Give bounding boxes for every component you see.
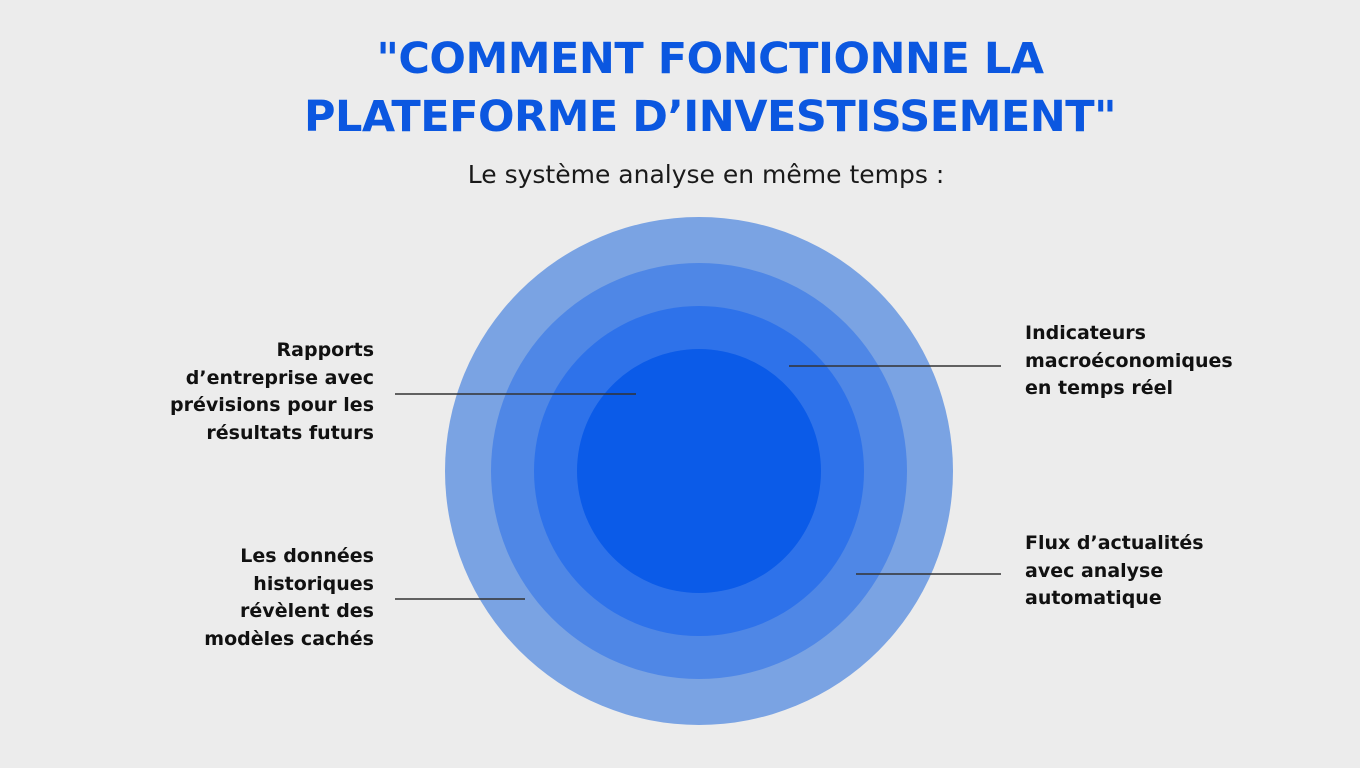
label-macro-indicators: Indicateurs macroéconomiques en temps ré… [1025,320,1233,403]
label-line: Flux d’actualités [1025,532,1204,554]
label-line: d’entreprise avec [185,366,374,389]
label-line: automatique [1025,587,1162,609]
label-line: Les données [240,545,374,567]
label-line: historiques [253,572,374,595]
title-line-2: PLATEFORME D’INVESTISSEMENT" [304,92,1116,142]
label-line: avec analyse [1025,559,1164,582]
label-news-feed: Flux d’actualités avec analyse automatiq… [1025,530,1204,613]
label-company-reports: Rapports d’entreprise avec prévisions po… [170,337,374,447]
label-historical-data: Les données historiques révèlent des mod… [204,543,374,653]
title-line-1: "COMMENT FONCTIONNE LA [376,34,1044,84]
page-subtitle: Le système analyse en même temps : [467,160,945,189]
label-line: prévisions pour les [170,394,374,416]
label-line: Indicateurs [1025,322,1146,344]
label-line: résultats futurs [206,421,374,444]
label-line: révèlent des [240,600,374,622]
circle-ring-inner [577,349,821,593]
page-title: "COMMENT FONCTIONNE LA PLATEFORME D’INVE… [0,30,1360,146]
label-line: modèles cachés [204,627,374,650]
label-line: Rapports [276,339,374,361]
label-line: macroéconomiques [1025,349,1233,372]
label-line: en temps réel [1025,377,1173,399]
